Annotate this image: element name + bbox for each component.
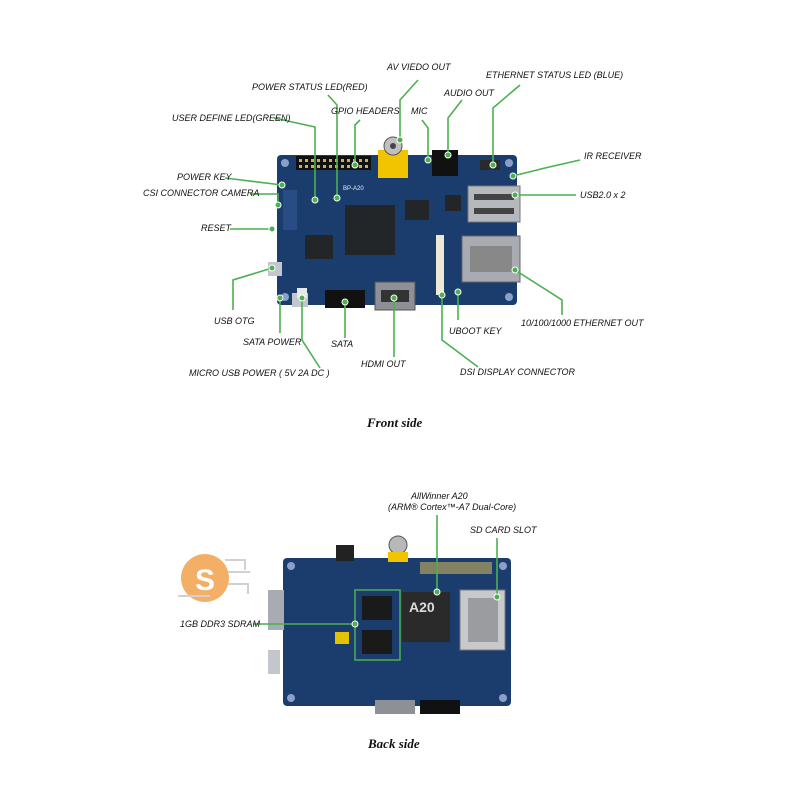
label-ethernet-out: 10/100/1000 ETHERNET OUT [521, 318, 644, 328]
back-caption: Back side [368, 736, 420, 751]
label-micro-usb-power: MICRO USB POWER ( 5V 2A DC ) [189, 368, 330, 378]
front-board [268, 136, 521, 311]
label-power-key: POWER KEY [177, 172, 232, 182]
label-sata-power: SATA POWER [243, 337, 302, 347]
label-sata: SATA [331, 339, 354, 349]
label-user-define-led: USER DEFINE LED(GREEN) [172, 113, 291, 123]
front-callouts [224, 79, 581, 369]
label-sdram: 1GB DDR3 SDRAM [180, 619, 261, 629]
front-board-silk: BP-A20 [343, 186, 364, 192]
label-ir-receiver: IR RECEIVER [584, 151, 642, 161]
svg-text:S: S [195, 564, 215, 597]
label-hdmi-out: HDMI OUT [361, 359, 406, 369]
label-mic: MIC [411, 106, 428, 116]
soc-chip-marking: A20 [409, 599, 435, 615]
label-soc-name: AllWinner A20 [411, 491, 468, 501]
back-callouts [253, 515, 501, 628]
back-board [268, 535, 511, 714]
label-av-video-out: AV VIEDO OUT [387, 62, 451, 72]
label-soc-desc: (ARM® Cortex™-A7 Dual-Core) [388, 502, 517, 512]
label-uboot-key: UBOOT KEY [449, 326, 502, 336]
label-usb20: USB2.0 x 2 [580, 190, 626, 200]
label-sd-card-slot: SD CARD SLOT [470, 525, 537, 535]
label-audio-out: AUDIO OUT [444, 88, 495, 98]
label-csi-connector: CSI CONNECTOR CAMERA [143, 188, 260, 198]
label-power-status-led: POWER STATUS LED(RED) [252, 82, 368, 92]
label-reset: RESET [201, 223, 232, 233]
front-caption: Front side [367, 415, 423, 430]
label-gpio-headers: GPIO HEADERS [331, 106, 400, 116]
label-dsi-display: DSI DISPLAY CONNECTOR [460, 367, 576, 377]
label-ethernet-status-led: ETHERNET STATUS LED (BLUE) [486, 70, 624, 80]
watermark-logo: S [178, 554, 250, 602]
label-usb-otg: USB OTG [214, 316, 255, 326]
